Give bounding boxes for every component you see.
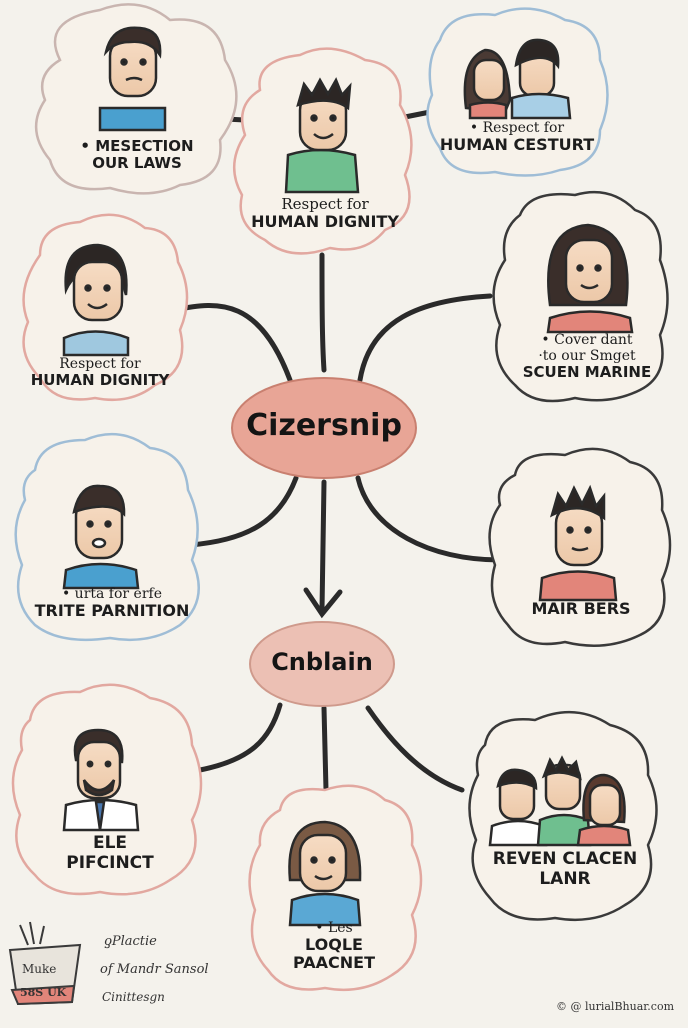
node-n7-line1: MAIR BERS [531,599,631,618]
node-n5-label: • Cover dant ·to our Smget SCUEN MARINE [512,332,662,381]
connector-n7-hub [355,475,503,563]
footer-note-3: Cinittesgn [102,990,165,1004]
node-n3-label: • Respect for HUMAN CESTURT [432,120,602,154]
node-n9-line3: PAACNET [293,953,375,973]
node-n1-label: • MESECTION OUR LAWS [62,137,212,173]
node-n2-line1: Respect for [281,195,369,213]
node-n8-line1: ELE [92,833,128,853]
avatar-n2 [284,77,360,194]
node-n6-label: • urta for erfe TRITE PARNITION [22,586,202,620]
bowl-label-top: Muke [22,962,57,976]
connector-n10-secondary [365,705,465,793]
avatar-n6 [62,484,140,590]
connector-n8-secondary [197,702,283,773]
node-n9-line1: • Les [315,920,353,936]
people-illustrations [62,26,634,927]
node-n1-line2: OUR LAWS [92,154,182,173]
node-n7-label: MAIR BERS [506,599,656,618]
bowl-label-bottom: 58S UK [20,986,67,999]
connector-lines [172,109,503,793]
avatar-n10 [488,755,632,847]
node-n5-line3: SCUEN MARINE [522,363,652,382]
connector-n2-hub [319,252,327,373]
node-n4-label: Respect for HUMAN DIGNITY [20,356,180,389]
node-n4-line1: Respect for [59,356,141,372]
node-n4-line2: HUMAN DIGNITY [30,371,170,390]
hub-secondary-ellipse [249,621,395,707]
avatar-n8 [62,728,140,832]
avatar-n4 [62,243,130,357]
cloud-n3 [426,7,609,177]
node-n1-line1: • MESECTION [80,137,194,155]
node-n10-line1: REVEN CLACEN [492,849,638,869]
footer-note-1: ƍPlactie [104,934,157,949]
connector-n5-hub [357,293,493,383]
node-n2-line2: HUMAN DIGNITY [251,212,399,232]
avatar-n7 [538,484,618,602]
footer-handle: © @ lurialBhuar.com [556,1000,675,1013]
avatar-n3 [463,38,572,120]
node-n5-line2: ·to our Smget [538,348,636,365]
node-n9-label: • Les LOQLE PAACNET [264,920,404,973]
connector-n4-hub [172,303,293,383]
connector-hub-secondary [319,479,327,613]
node-n2-label: Respect for HUMAN DIGNITY [240,195,410,232]
node-n10-line2: LANR [539,868,591,889]
footer-note-2: of Mandr Sansol [100,962,209,977]
node-n8-label: ELE PIFCINCT [30,833,190,873]
cloud-n1 [34,3,238,195]
node-n9-line2: LOQLE [305,935,363,955]
hub-primary-label: Cizersnip [246,408,402,443]
avatar-n9 [288,820,362,927]
hub-primary-ellipse [231,377,417,479]
node-n3-line2: HUMAN CESTURT [439,135,595,155]
node-n8-line2: PIFCINCT [66,852,154,873]
avatar-n1 [98,26,167,132]
connector-arrowhead [303,587,343,619]
node-n6-line2: TRITE PARNITION [34,601,190,621]
node-n6-line1: • urta for erfe [61,586,163,602]
connector-n9-secondary [321,705,329,793]
bowl-illustration [8,921,82,1006]
avatar-n5 [546,223,634,334]
node-n5-line1: • Cover dant [541,332,633,348]
node-n10-label: REVEN CLACEN LANR [480,849,650,889]
node-n3-line1: • Respect for [469,120,565,136]
connector-n6-hub [187,475,299,548]
hub-secondary-label: Cnblain [271,648,373,676]
